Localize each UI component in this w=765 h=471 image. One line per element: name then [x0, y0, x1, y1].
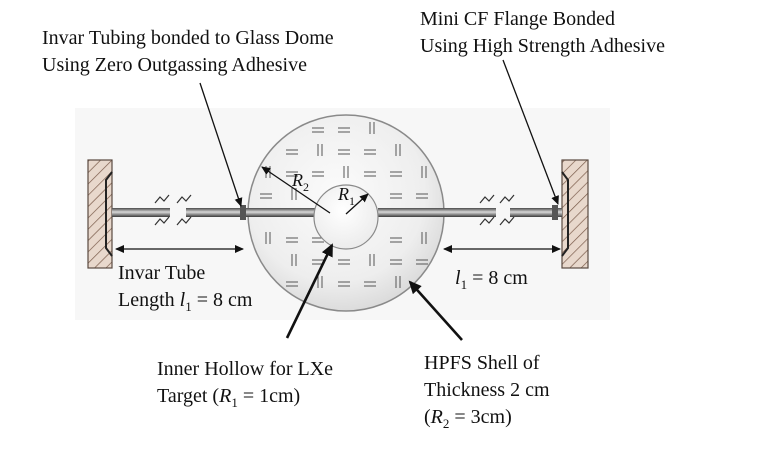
- invar-tube-left: [112, 205, 316, 220]
- inner-hollow-pointer: [285, 243, 334, 339]
- right-cf-flange: [561, 159, 589, 269]
- shell-pointer: [408, 280, 463, 341]
- inner-hollow-label: Inner Hollow for LXe Target (R1 = 1cm): [157, 358, 334, 410]
- invar-bond-label: Invar Tubing bonded to Glass Dome Using …: [42, 27, 334, 76]
- right-tube-length-label: l1 = 8 cm: [455, 267, 528, 292]
- invar-tube-length-label: Invar Tube Length l1 = 8 cm: [118, 262, 253, 314]
- r2-label: R2: [291, 170, 309, 194]
- tube-break-symbols: [154, 194, 515, 226]
- r1-label: R1: [337, 184, 355, 208]
- invar-bond-leader: [199, 82, 243, 207]
- cf-flange-leader: [502, 59, 559, 205]
- glass-texture-marks: [260, 122, 428, 288]
- invar-tube-right: [378, 205, 562, 220]
- left-cf-flange: [87, 159, 113, 269]
- hpfs-shell-label: HPFS Shell of Thickness 2 cm (R2 = 3cm): [424, 352, 550, 431]
- cf-flange-label: Mini CF Flange Bonded Using High Strengt…: [420, 8, 665, 57]
- r2-radius-arrow: [261, 166, 331, 214]
- r1-radius-arrow: [345, 193, 369, 215]
